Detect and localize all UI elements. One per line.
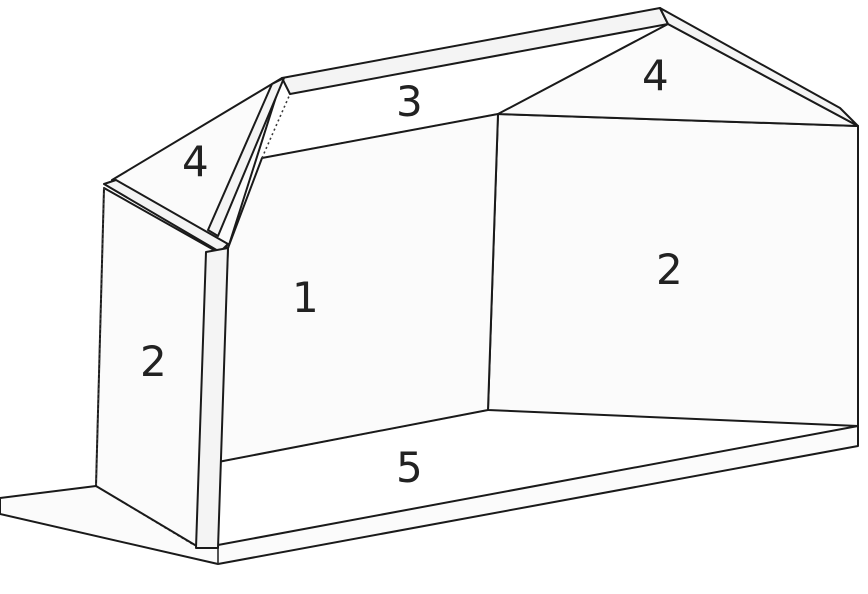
- label-right-roof: 4: [642, 51, 669, 100]
- label-back-panel: 1: [292, 273, 319, 322]
- left-top-board: [103, 179, 229, 253]
- label-ridge: 3: [396, 77, 423, 126]
- label-left-roof: 4: [182, 137, 209, 186]
- roof: [111, 7, 859, 249]
- label-left-end-wall: 2: [140, 337, 167, 386]
- label-right-end-wall: 2: [656, 245, 683, 294]
- corner-post: [195, 247, 229, 549]
- right-rafter-board: [659, 7, 859, 127]
- left-rafter-board: [207, 77, 285, 237]
- back-panel: [217, 113, 499, 463]
- left-end-wall: [95, 179, 229, 549]
- label-base: 5: [396, 443, 423, 492]
